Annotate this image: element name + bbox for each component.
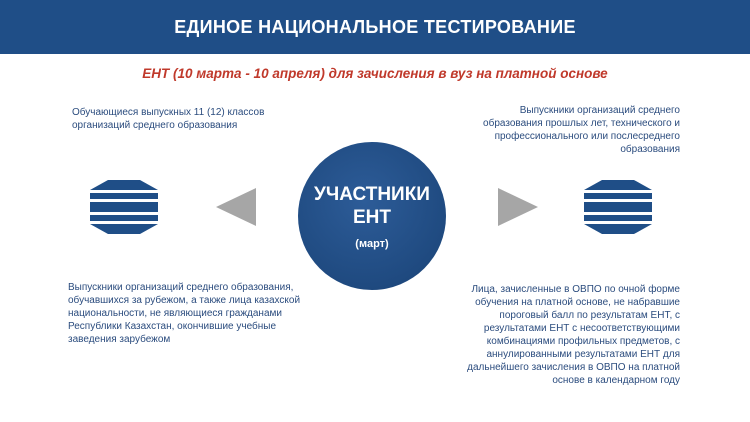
- circle-subtitle: (март): [355, 237, 389, 250]
- hexagon-bars-icon: [584, 180, 652, 234]
- triangle-left-icon: [216, 188, 256, 226]
- participant-top-left: Обучающиеся выпускных 11 (12) классов ор…: [72, 107, 265, 131]
- page-subtitle: ЕНТ (10 марта - 10 апреля) для зачислени…: [142, 66, 608, 81]
- circle-title: УЧАСТНИКИ ЕНТ: [314, 183, 430, 228]
- participant-top-right: Выпускники организаций среднего образова…: [483, 105, 680, 155]
- header-banner: ЕДИНОЕ НАЦИОНАЛЬНОЕ ТЕСТИРОВАНИЕ: [0, 0, 750, 54]
- participant-bottom-right: Лица, зачисленные в ОВПО по очной форме …: [467, 284, 680, 386]
- participant-bottom-left: Выпускники организаций среднего образова…: [68, 282, 301, 345]
- page-title: ЕДИНОЕ НАЦИОНАЛЬНОЕ ТЕСТИРОВАНИЕ: [174, 16, 576, 37]
- hexagon-bars-icon: [90, 180, 158, 234]
- participants-circle: УЧАСТНИКИ ЕНТ (март): [298, 142, 446, 290]
- triangle-right-icon: [498, 188, 538, 226]
